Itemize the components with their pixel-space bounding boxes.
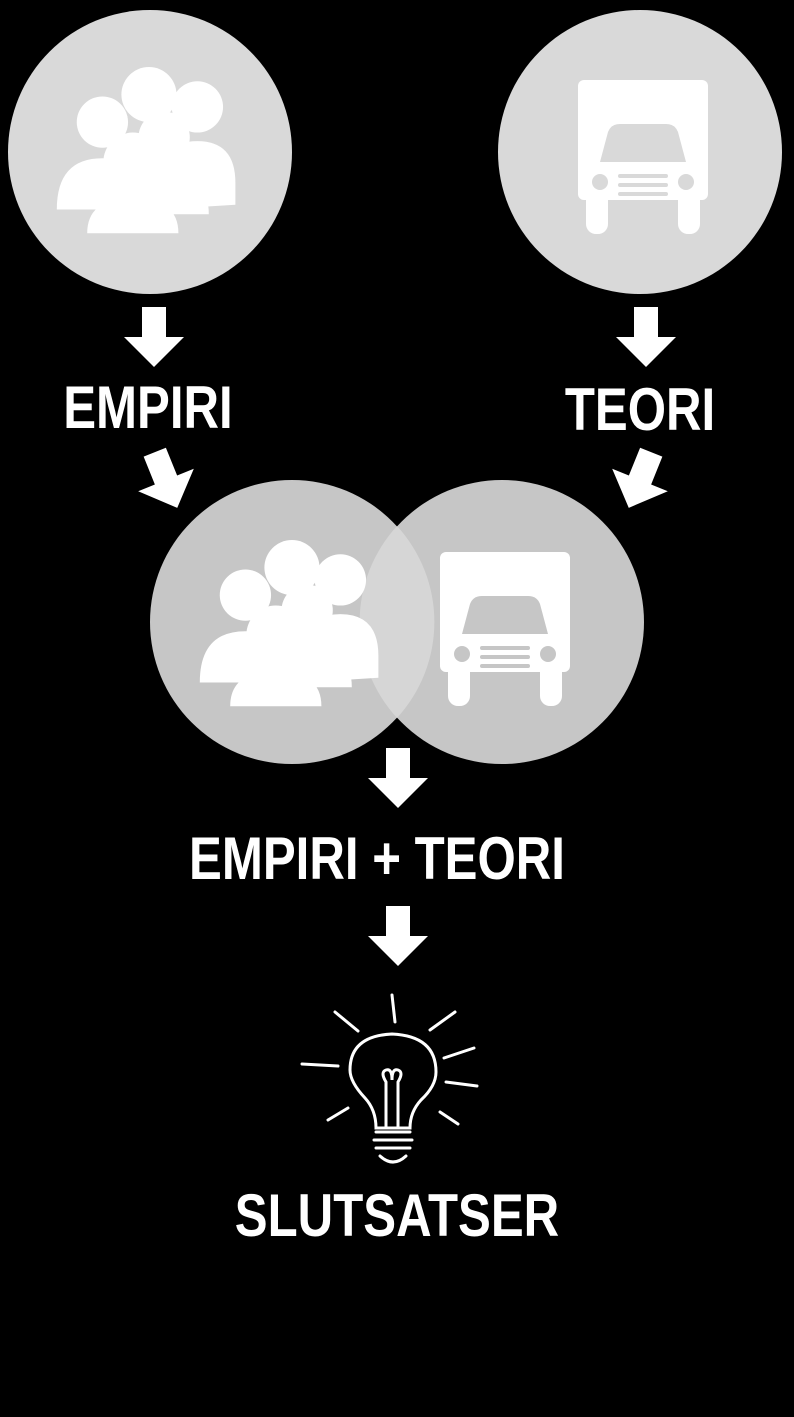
combined-label: EMPIRI + TEORI <box>189 825 565 892</box>
arrow-diagonal-icon <box>600 440 680 520</box>
conclusion-label: SLUTSATSER <box>234 1182 560 1249</box>
arrow-down-icon <box>124 307 184 367</box>
empiri-label: EMPIRI <box>63 374 233 441</box>
empiri-circle <box>8 10 292 294</box>
overlap-region <box>359 526 435 718</box>
lightbulb-icon <box>300 993 479 1164</box>
arrow-diagonal-icon <box>126 440 206 520</box>
teori-label: TEORI <box>564 376 716 443</box>
arrow-down-icon <box>368 906 428 966</box>
merged-circles <box>150 480 644 764</box>
arrow-down-icon <box>616 307 676 367</box>
arrow-down-icon <box>368 748 428 808</box>
teori-circle <box>498 10 782 294</box>
